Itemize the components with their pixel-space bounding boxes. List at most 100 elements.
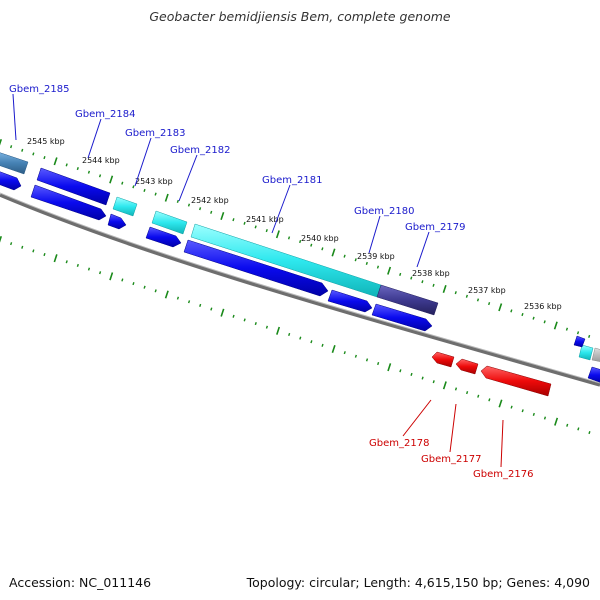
reverse-tick bbox=[498, 399, 503, 408]
reverse-tick bbox=[410, 372, 413, 376]
reverse-tick bbox=[154, 289, 157, 293]
callout-line-gbem-2178 bbox=[402, 399, 432, 437]
cds-blue-arrow-2[interactable] bbox=[30, 184, 107, 221]
reverse-tick bbox=[76, 263, 79, 267]
cds-red-gbem-2176[interactable] bbox=[480, 365, 552, 397]
forward-tick bbox=[275, 230, 280, 239]
reverse-tick bbox=[521, 409, 524, 413]
reverse-tick bbox=[176, 296, 180, 300]
gene-label-gbem-2179[interactable]: Gbem_2179 bbox=[405, 222, 465, 233]
gene-label-gbem-2178[interactable]: Gbem_2178 bbox=[369, 438, 429, 449]
forward-tick bbox=[543, 320, 546, 324]
genome-backbone bbox=[0, 193, 600, 387]
reverse-tick bbox=[199, 303, 202, 307]
reverse-tick bbox=[53, 254, 58, 263]
reverse-tick bbox=[588, 431, 591, 435]
cds-blue-arrow-7[interactable] bbox=[371, 303, 433, 332]
forward-tick bbox=[243, 221, 246, 225]
forward-tick bbox=[454, 291, 457, 295]
kbp-label-2542: 2542 kbp bbox=[191, 196, 229, 205]
forward-tick bbox=[343, 254, 346, 258]
accession-label: Accession: NC_011146 bbox=[9, 575, 152, 590]
forward-tick bbox=[299, 239, 302, 244]
gene-label-gbem-2177[interactable]: Gbem_2177 bbox=[421, 454, 481, 465]
callout-line-gbem-2182 bbox=[178, 154, 198, 202]
forward-tick bbox=[421, 280, 424, 284]
forward-tick bbox=[354, 258, 357, 262]
kbp-label-2539: 2539 kbp bbox=[357, 252, 395, 261]
reverse-tick bbox=[543, 416, 547, 420]
cds-blue-arrow-5[interactable] bbox=[183, 239, 329, 297]
forward-tick bbox=[476, 298, 480, 302]
forward-tick-marks bbox=[0, 138, 591, 338]
forward-tick bbox=[498, 303, 503, 312]
forward-tick bbox=[109, 175, 114, 184]
reverse-tick bbox=[121, 278, 124, 282]
kbp-label-2545: 2545 kbp bbox=[27, 137, 65, 146]
forward-tick bbox=[565, 327, 569, 331]
forward-tick bbox=[132, 185, 135, 189]
genome-backbone-highlight bbox=[0, 192, 600, 384]
forward-tick bbox=[365, 261, 368, 265]
forward-tick bbox=[265, 229, 268, 233]
reverse-tick bbox=[232, 314, 235, 318]
gene-label-gbem-2185[interactable]: Gbem_2185 bbox=[9, 84, 69, 95]
forward-tick bbox=[576, 331, 580, 335]
reverse-tick bbox=[421, 376, 424, 380]
kbp-label-2537: 2537 kbp bbox=[468, 286, 506, 295]
forward-tick bbox=[521, 312, 524, 317]
cds-blue-arrow-9[interactable] bbox=[587, 366, 600, 383]
cds-cyan-gbem-2182[interactable] bbox=[151, 210, 188, 235]
forward-tick bbox=[387, 266, 392, 275]
cds-blue-arrow-8[interactable] bbox=[573, 335, 586, 348]
cds-indigo-gbem-2179[interactable] bbox=[376, 284, 439, 316]
cds-cyan-right-edge[interactable] bbox=[578, 344, 594, 361]
forward-tick bbox=[588, 334, 591, 338]
reverse-tick bbox=[10, 242, 13, 246]
reverse-tick bbox=[87, 267, 91, 271]
forward-tick bbox=[488, 302, 491, 306]
reverse-tick bbox=[132, 282, 135, 286]
reverse-tick bbox=[365, 358, 369, 362]
gene-label-gbem-2183[interactable]: Gbem_2183 bbox=[125, 128, 185, 139]
cds-blue-arrow-4[interactable] bbox=[145, 226, 182, 248]
reverse-tick bbox=[477, 394, 480, 398]
forward-tick bbox=[87, 170, 91, 174]
forward-tick bbox=[553, 321, 558, 330]
reverse-tick bbox=[65, 260, 68, 264]
cds-cyan-gbem-2183[interactable] bbox=[112, 196, 138, 217]
cds-gray-right-edge[interactable] bbox=[591, 347, 600, 362]
forward-tick bbox=[210, 210, 213, 214]
reverse-tick bbox=[0, 235, 3, 243]
reverse-tick bbox=[566, 423, 569, 427]
gene-label-gbem-2176[interactable]: Gbem_2176 bbox=[473, 469, 533, 480]
kbp-label-2543: 2543 kbp bbox=[135, 177, 173, 186]
gene-label-gbem-2182[interactable]: Gbem_2182 bbox=[170, 145, 230, 156]
reverse-tick bbox=[442, 381, 447, 390]
gene-label-gbem-2181[interactable]: Gbem_2181 bbox=[262, 175, 322, 186]
map-title: Geobacter bemidjiensis Bem, complete gen… bbox=[149, 9, 451, 24]
cds-steel-gbem-2185[interactable] bbox=[0, 152, 29, 175]
reverse-tick bbox=[377, 361, 380, 366]
forward-tick bbox=[432, 283, 435, 287]
callout-line-gbem-2177 bbox=[449, 403, 457, 453]
reverse-tick bbox=[354, 354, 357, 358]
callout-line-gbem-2185 bbox=[12, 93, 17, 141]
forward-tick bbox=[220, 211, 225, 221]
callout-line-gbem-2176 bbox=[500, 419, 504, 468]
reverse-tick bbox=[387, 363, 392, 372]
forward-tick bbox=[410, 276, 413, 280]
reverse-tick bbox=[466, 391, 469, 395]
forward-tick bbox=[164, 193, 169, 202]
gene-label-gbem-2180[interactable]: Gbem_2180 bbox=[354, 206, 414, 217]
cds-blue-arrow-3[interactable] bbox=[107, 213, 127, 230]
cds-blue-gbem-2184[interactable] bbox=[36, 167, 111, 206]
cds-red-gbem-2178[interactable] bbox=[431, 351, 455, 368]
forward-tick bbox=[331, 248, 336, 257]
reverse-tick bbox=[164, 290, 169, 299]
cds-blue-arrow-1[interactable] bbox=[0, 171, 22, 191]
gene-label-gbem-2184[interactable]: Gbem_2184 bbox=[75, 109, 135, 120]
cds-red-gbem-2177[interactable] bbox=[455, 358, 479, 375]
reverse-tick bbox=[109, 272, 114, 281]
cds-blue-arrow-6[interactable] bbox=[327, 289, 373, 313]
